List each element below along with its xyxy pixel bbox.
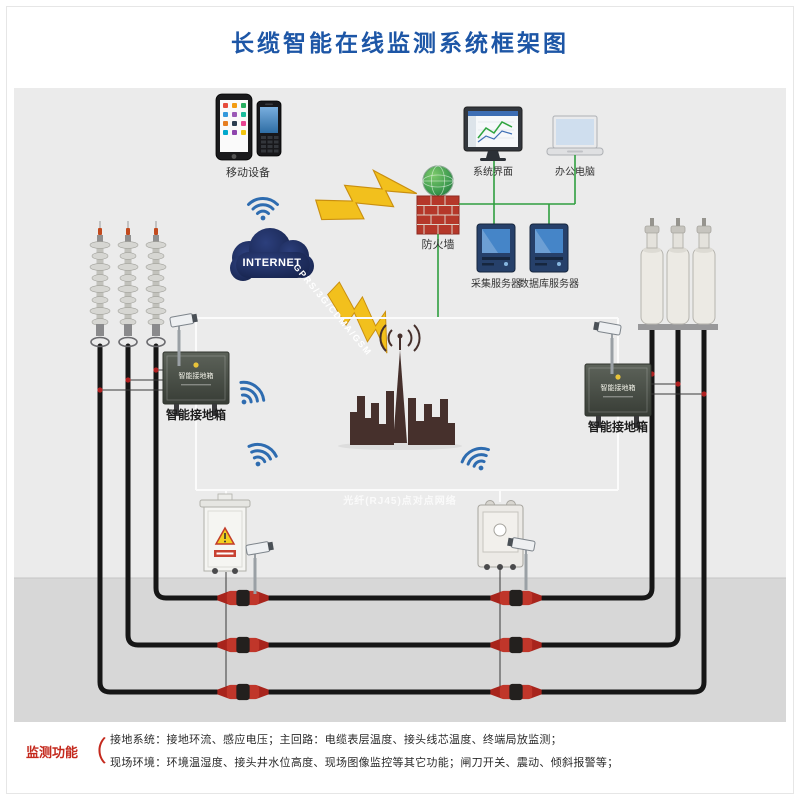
label-database-server: 数据库服务器	[519, 279, 579, 290]
label-collection-server: 采集服务器	[471, 279, 521, 290]
floor-band	[14, 578, 786, 722]
label-firewall: 防火墙	[421, 239, 455, 251]
system-interface-monitor-icon	[463, 106, 523, 161]
mobile-phone-icon	[256, 100, 282, 157]
ground-box-sensor-wires	[97, 367, 707, 397]
label-office-computer: 办公电脑	[555, 167, 595, 178]
right-junction-box-icon	[477, 500, 524, 570]
office-laptop-icon	[546, 115, 604, 156]
label-mobile-devices: 移动设备	[226, 167, 270, 179]
right-ground-box-icon: 智能接地箱	[584, 363, 652, 428]
page-title: 长缆智能在线监测系统框架图	[231, 30, 569, 56]
tablet-icon	[215, 93, 253, 161]
base-station-tower	[338, 324, 462, 450]
joint-monitoring-wires	[225, 568, 501, 692]
label-fiber-link: 光纤(RJ45)点对点网络	[343, 496, 457, 507]
footer: 监测功能（ 接地系统：接地环流、感应电压；主回路：电缆表层温度、接头线芯温度、终…	[26, 729, 782, 774]
footer-heading-paren: （	[79, 735, 108, 767]
firewall-icon	[416, 165, 460, 235]
power-cables	[97, 325, 707, 695]
left-junction-box-icon	[199, 493, 251, 574]
footer-heading: 监测功能（	[26, 735, 108, 767]
internet-cloud	[230, 228, 314, 281]
footer-lines: 接地系统：接地环流、感应电压；主回路：电缆表层温度、接头线芯温度、终端局放监测；…	[110, 729, 619, 774]
lan-links-green	[437, 155, 576, 318]
label-left-ground-box: 智能接地箱	[165, 408, 226, 422]
database-server-icon	[529, 223, 569, 273]
ground-box-panel-text: 智能接地箱	[601, 383, 636, 392]
collection-server-icon	[476, 223, 516, 273]
ground-box-panel-text: 智能接地箱	[179, 371, 214, 380]
site-network-lines	[195, 317, 619, 502]
footer-line2: 现场环境：环境温湿度、接头井水位高度、现场图像监控等其它功能；闸刀开关、震动、倾…	[110, 756, 619, 769]
label-right-ground-box: 智能接地箱	[587, 420, 648, 434]
label-system-interface: 系统界面	[473, 167, 513, 178]
footer-heading-text: 监测功能	[26, 745, 79, 761]
label-internet: INTERNET	[242, 257, 302, 269]
footer-line1: 接地系统：接地环流、感应电压；主回路：电缆表层温度、接头线芯温度、终端局放监测；	[110, 734, 563, 746]
